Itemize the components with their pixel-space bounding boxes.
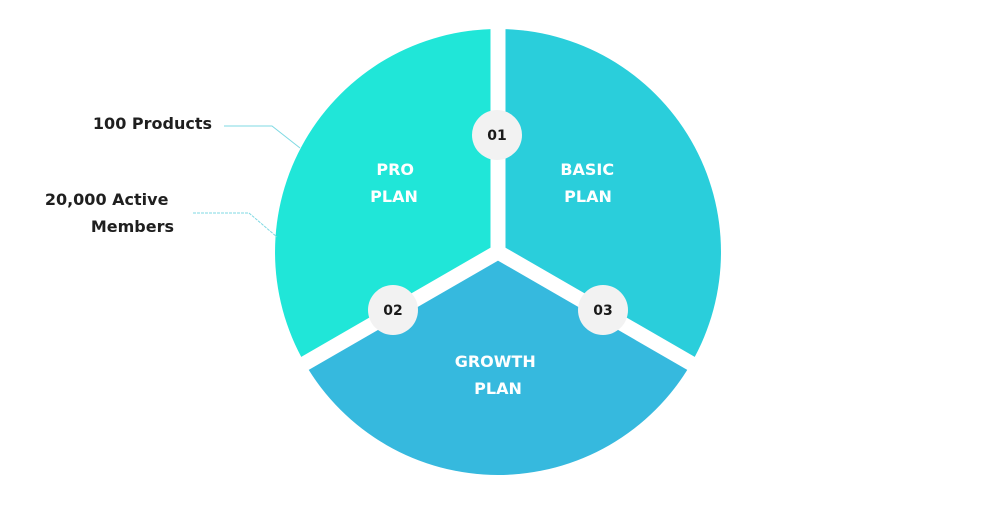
label-basic-line1: BASIC	[560, 160, 614, 179]
callout-products-line1: 100 Products	[93, 114, 212, 133]
badge-02-circle	[368, 285, 418, 335]
badge-01-text: 01	[487, 128, 506, 144]
label-pro-plan: PRO PLAN	[370, 160, 419, 206]
badge-03-text: 03	[593, 303, 612, 319]
leader-line-members	[193, 212, 278, 238]
label-growth-plan: GROWTH PLAN	[455, 352, 542, 398]
label-basic-line2: PLAN	[564, 187, 612, 206]
leader-lines	[193, 125, 301, 238]
label-pro-line2: PLAN	[370, 187, 418, 206]
label-pro-line1: PRO	[376, 160, 414, 179]
callout-members-line2: Members	[91, 217, 174, 236]
badge-03: 03	[578, 285, 628, 335]
label-growth-line2: PLAN	[474, 379, 522, 398]
badge-01-circle	[472, 110, 522, 160]
label-growth-line1: GROWTH	[455, 352, 536, 371]
badge-03-circle	[578, 285, 628, 335]
badge-02: 02	[368, 285, 418, 335]
leader-line-products	[224, 125, 301, 149]
segment-growth-plan[interactable]	[304, 252, 692, 475]
badge-01: 01	[472, 110, 522, 160]
label-basic-plan: BASIC PLAN	[560, 160, 619, 206]
callout-products: 100 Products	[93, 114, 212, 133]
callout-members-line1: 20,000 Active	[45, 190, 169, 209]
callout-active-members: 20,000 Active Members	[45, 190, 174, 236]
badge-02-text: 02	[383, 303, 402, 319]
